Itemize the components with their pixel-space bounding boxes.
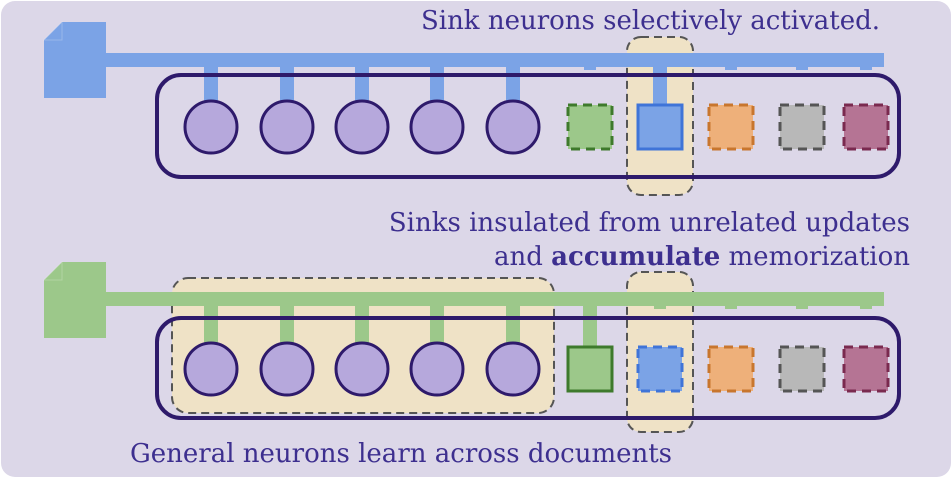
connection-stub-4 <box>796 299 808 309</box>
input-bus-line <box>105 53 884 67</box>
general-neuron-2 <box>259 99 315 155</box>
connection-stub-3 <box>725 60 737 70</box>
general-neuron-5 <box>485 341 541 397</box>
sink-neuron-4 <box>778 103 826 151</box>
sink-neuron-3 <box>707 103 755 151</box>
general-neuron-4 <box>409 99 465 155</box>
connection-general-1 <box>204 60 218 107</box>
document-fold-icon <box>42 260 63 281</box>
connection-stub-2 <box>654 299 666 309</box>
connection-stub-5 <box>860 60 872 70</box>
layer-box <box>155 316 901 420</box>
general-neuron-3 <box>334 341 390 397</box>
layer-box <box>155 73 901 179</box>
sink-neuron-active <box>636 103 684 151</box>
caption-sinks-insulated: Sinks insulated from unrelated updates a… <box>389 206 910 274</box>
general-neuron-1 <box>183 341 239 397</box>
connection-general-3 <box>355 299 369 349</box>
panel-bottom <box>42 260 901 433</box>
connection-stub-3 <box>725 299 737 309</box>
document-fold-icon <box>42 20 63 41</box>
sink-neuron-3 <box>707 345 755 393</box>
connection-stub-4 <box>796 60 808 70</box>
sink-neuron-5 <box>842 345 890 393</box>
general-neuron-5 <box>485 99 541 155</box>
general-neuron-3 <box>334 99 390 155</box>
connection-general-2 <box>280 299 294 349</box>
sink-neuron-5 <box>842 103 890 151</box>
connection-general-4 <box>430 299 444 349</box>
connection-general-1 <box>204 299 218 349</box>
caption-general-neurons: General neurons learn across documents <box>130 439 673 469</box>
connection-general-4 <box>430 60 444 107</box>
sink-neuron-2 <box>636 345 684 393</box>
general-neuron-1 <box>183 99 239 155</box>
sink-neuron-1 <box>566 103 614 151</box>
document-icon-blue <box>44 22 106 98</box>
connection-stub-5 <box>860 299 872 309</box>
connection-general-5 <box>506 299 520 349</box>
connection-stub-1 <box>584 60 596 70</box>
sink-neuron-active <box>566 345 614 393</box>
caption-and: and <box>494 242 543 272</box>
connection-general-2 <box>280 60 294 107</box>
caption-sinks-insulated-line1: Sinks insulated from unrelated updates <box>388 208 910 238</box>
document-icon-green <box>44 262 106 338</box>
general-neuron-4 <box>409 341 465 397</box>
general-neuron-2 <box>259 341 315 397</box>
connection-general-3 <box>355 60 369 107</box>
sink-neuron-4 <box>778 345 826 393</box>
input-bus-line <box>105 292 884 306</box>
caption-sink-activated: Sink neurons selectively activated. <box>420 6 880 36</box>
panel-top <box>42 20 901 196</box>
caption-sinks-insulated-line2: and accumulate memorization <box>389 240 910 274</box>
connection-active-sink <box>583 299 597 347</box>
caption-accumulate: accumulate <box>551 242 721 272</box>
caption-memorization: memorization <box>728 242 910 272</box>
connection-general-5 <box>506 60 520 107</box>
connection-active-sink <box>653 60 667 105</box>
